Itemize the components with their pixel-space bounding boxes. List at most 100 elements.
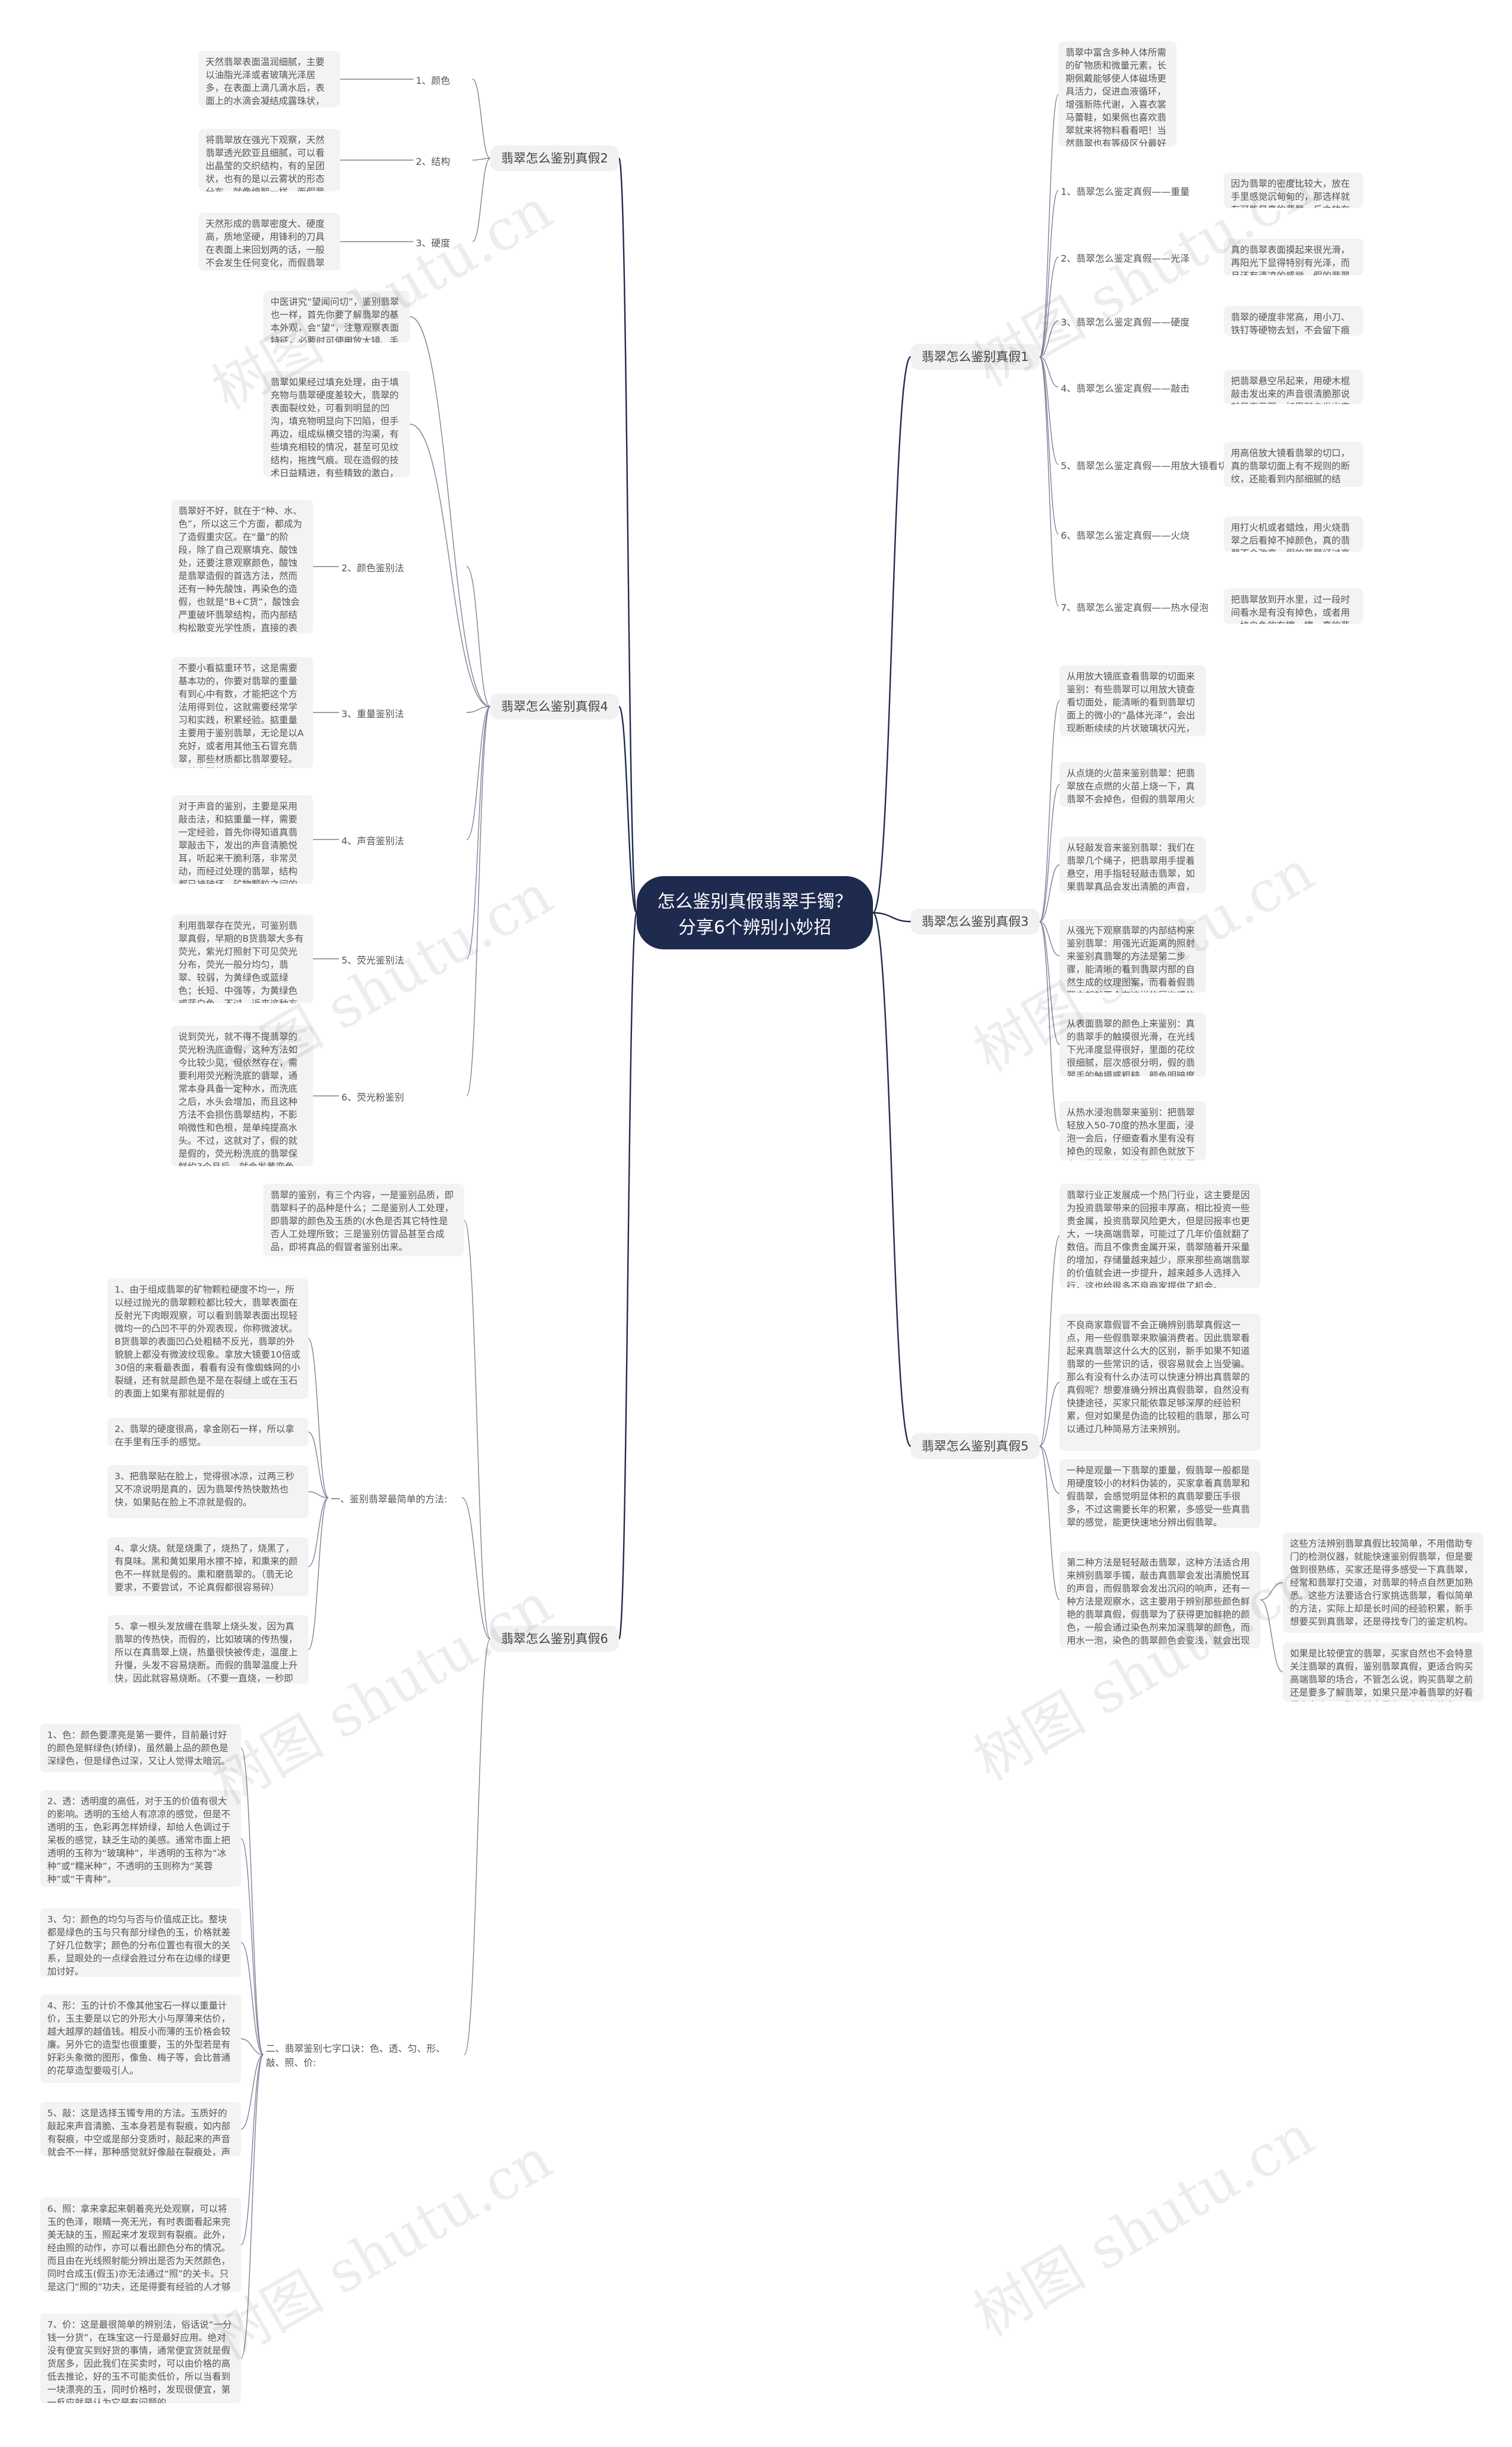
connector-line: [618, 912, 638, 1640]
connector-line: [466, 706, 491, 1096]
connector-line: [1039, 1235, 1060, 1447]
branch-b6[interactable]: 翡翠怎么鉴别真假6: [490, 1626, 619, 1652]
connector-line: [240, 2054, 264, 2130]
branch6-item-child: 3、把翡翠贴在脸上，觉得很冰凉，过两三秒又不凉说明是真的，因为翡翠传热快散热也快…: [107, 1465, 308, 1518]
connector-line: [308, 1491, 329, 1498]
branch4-item-label[interactable]: 6、荧光粉鉴别: [341, 1092, 405, 1103]
connector-line: [1039, 700, 1060, 922]
branch1-item-text: 因为翡翠的密度比较大，放在手里感觉沉甸甸的，那选样就有可能是真的翡翠，反之放在手…: [1224, 173, 1363, 208]
connector-line: [618, 705, 638, 914]
connector-line: [240, 2054, 264, 2359]
branch6-item-child: 7、价：这是最很简单的辨别法，俗话说“一分钱一分货”，在珠宝这一行是最好应用。绝…: [40, 2313, 241, 2403]
connector-line: [1039, 864, 1060, 922]
branch3-item-text: 从表面翡翠的颜色上来鉴别：真的翡翠手的触摸很光滑，在光线下光泽度显得很好，里面的…: [1060, 1013, 1206, 1076]
branch4-item-label[interactable]: 2、颜色鉴别法: [341, 562, 405, 574]
connector-line: [1039, 356, 1059, 535]
branch6-item-child: 2、透：透明度的高低，对于玉的价值有很大的影响。透明的玉给人有凉凉的感觉，但是不…: [40, 1790, 241, 1887]
connector-line: [1039, 921, 1060, 956]
connector-line: [240, 1942, 264, 2055]
branch2-item-label[interactable]: 1、颜色: [416, 75, 451, 86]
branch4-intro-2: 翡翠如果经过填充处理，由于填充物与翡翠硬度差较大，翡翠的表面裂纹处，可看到明显的…: [263, 371, 410, 477]
connector-line: [872, 912, 912, 1447]
connector-line: [464, 1638, 491, 2055]
branch-b2[interactable]: 翡翠怎么鉴别真假2: [490, 145, 619, 171]
connector-line: [472, 158, 491, 161]
branch6-intro: 翡翠的鉴别，有三个内容，一是鉴别品质，即翡翠料子的品种是什么；二是鉴别人工处理，…: [263, 1184, 464, 1256]
branch3-item-text: 从用放大镜底查看翡翠的切面来鉴别：有些翡翠可以用放大镜查看切面处，能清晰的看到翡…: [1060, 665, 1206, 736]
branch1-item-text: 把翡翠悬空吊起来，用硬木棍敲击发出来的声音很清脆那说就是真翡翠，如果敲击发出来的…: [1224, 370, 1363, 404]
branch-b1[interactable]: 翡翠怎么鉴别真假1: [911, 344, 1040, 370]
connector-line: [466, 706, 491, 840]
connector-line: [472, 158, 491, 242]
branch1-item-label[interactable]: 2、翡翠怎么鉴定真假——光泽: [1061, 253, 1190, 264]
root-topic[interactable]: 怎么鉴别真假翡翠手镯？分享6个辨别小妙招: [637, 876, 873, 949]
branch6-item-child: 1、由于组成翡翠的矿物颗粒硬度不均一，所以经过抛光的翡翠颗粒都比较大，翡翠表面在…: [107, 1278, 308, 1399]
connector-line: [308, 1338, 329, 1498]
branch1-item-text: 翡翠的硬度非常高，用小刀、铁钉等硬物去划，不会留下痕迹，而假的翡翠就经不起这样折…: [1224, 306, 1363, 336]
branch6-item-label[interactable]: 二、翡翠鉴别七字口诀：色、透、匀、形、敲、照、价:: [266, 2043, 446, 2068]
branch1-item-label[interactable]: 4、翡翠怎么鉴定真假——敲击: [1061, 383, 1190, 394]
connector-line: [308, 1497, 329, 1567]
branch5-item-child: 这些方法辨别翡翠真假比较简单，不用借助专门的检测仪器，就能快速鉴别假翡翠，但是要…: [1283, 1532, 1484, 1633]
branch5-item-text: 第二种方法是轻轻敲击翡翠，这种方法适合用来辨别翡翠手镯，敲击真翡翠会发出清脆悦耳…: [1060, 1551, 1260, 1648]
branch3-item-text: 从点烧的火苗来鉴别翡翠：把翡翠放在点燃的火苗上烧一下，真翡翠不会掉色，但假的翡翠…: [1060, 762, 1206, 807]
connector-line: [1039, 190, 1059, 357]
branch6-item-child: 4、形：玉的计价不像其他宝石一样以重量计价，玉主要是以它的外形大小与厚薄来估价，…: [40, 1994, 241, 2083]
connector-line: [1039, 356, 1059, 388]
branch2-item-label[interactable]: 3、硬度: [416, 237, 451, 249]
connector-line: [618, 157, 638, 914]
connector-line: [1039, 356, 1059, 607]
branch4-item-text: 说到荧光，就不得不提翡翠的荧光粉洗底造假，这种方法如今比较少见，但依然存在，需要…: [171, 1026, 313, 1166]
branch6-item-child: 6、照：拿来拿起来朝着亮光处观察，可以将玉的色泽，眼睛一亮无光，有时表面看起来完…: [40, 2198, 241, 2292]
connector-line: [461, 1497, 491, 1639]
branch2-item-text: 天然形成的翡翠密度大、硬度高，质地坚硬，用锋利的刀具在表面上来回划两的话，一般不…: [198, 213, 340, 271]
connector-line: [240, 1838, 264, 2055]
connector-line: [464, 1220, 491, 1639]
branch-b3[interactable]: 翡翠怎么鉴别真假3: [911, 909, 1040, 935]
branch5-item-text: 不良商家靠假冒不会正确辨别翡翠真假这一点，用一些假翡翠来欺骗消费者。因此翡翠看起…: [1060, 1314, 1260, 1451]
branch3-item-text: 从轻敲发音来鉴别翡翠：我们在翡翠几个绳子，把翡翠用手提着悬空，用手指轻轻敲击翡翠…: [1060, 837, 1206, 893]
branch6-item-child: 5、拿一根头发放缠在翡翠上烧头发，因为真翡翠的传热快，而假的，比如玻璃的传热慢，…: [107, 1615, 308, 1684]
connector-line: [308, 1431, 329, 1498]
branch1-item-label[interactable]: 7、翡翠怎么鉴定真假——热水侵泡: [1061, 602, 1209, 613]
branch4-item-label[interactable]: 4、声音鉴别法: [341, 835, 405, 847]
branch1-item-text: 用打火机或者蜡烛，用火烧翡翠之后看掉不掉颜色，真的翡翠不会改变，假的翡翠经过高温…: [1224, 516, 1363, 552]
branch-b4[interactable]: 翡翠怎么鉴别真假4: [490, 694, 619, 720]
connector-line: [872, 912, 911, 923]
branch4-item-text: 不要小看掂重环节，这是需要基本功的，你要对翡翠的重量有到心中有数，才能把这个方法…: [171, 657, 313, 768]
connector-line: [409, 424, 491, 707]
branch1-item-text: 用高倍放大镜看翡翠的切口，真的翡翠切面上有不规则的断纹，还能看到内部细腻的结构。…: [1224, 442, 1363, 487]
connector-line: [308, 1497, 329, 1650]
branch-b5[interactable]: 翡翠怎么鉴别真假5: [911, 1433, 1040, 1459]
connector-line: [1039, 921, 1060, 1131]
branch1-item-label[interactable]: 6、翡翠怎么鉴定真假——火烧: [1061, 530, 1190, 541]
branch6-item-label[interactable]: 一、鉴别翡翠最简单的方法:: [331, 1493, 448, 1505]
connector-line: [1039, 1382, 1060, 1447]
connector-line: [409, 316, 491, 707]
branch4-item-text: 对于声音的鉴别，主要是采用敲击法，和掂重量一样，需要一定经验，首先你得知道真翡翠…: [171, 795, 313, 884]
branch3-item-text: 从强光下观察翡翠的内部结构来鉴别翡翠：用强光近距离的照射来鉴别真翡翠的方法是第二…: [1060, 919, 1206, 993]
branch1-item-label[interactable]: 3、翡翠怎么鉴定真假——硬度: [1061, 317, 1190, 328]
branch5-item-text: 翡翠行业正发展成一个热门行业，这主要是因为投资翡翠带来的回报丰厚高，相比投资一些…: [1060, 1184, 1260, 1288]
connector-line: [466, 706, 491, 713]
branch4-item-label[interactable]: 5、荧光鉴别法: [341, 955, 405, 966]
connector-line: [1260, 1582, 1283, 1600]
branch4-item-text: 翡翠好不好，就在于“种、水、色”，所以这三个方面，都成为了造假重灾区。在“量”的…: [171, 500, 313, 633]
branch6-item-child: 1、色：颜色要漂亮是第一要件，目前最讨好的颜色是鲜绿色(娇绿)，虽然最上品的颜色…: [40, 1724, 241, 1772]
connector-line: [1039, 320, 1059, 357]
branch5-item-child: 如果是比较便宜的翡翠，买家自然也不会特意关注翡翠的真假，鉴别翡翠真假，更适合购买…: [1283, 1642, 1484, 1701]
branch3-item-text: 从热水浸泡翡翠来鉴别：把翡翠轻放入50-70度的热水里面，浸泡一会后，仔细查看水…: [1060, 1101, 1206, 1160]
connector-line: [1260, 1599, 1283, 1672]
connector-line: [872, 356, 912, 914]
branch6-item-child: 4、拿火烧。就是烧熏了，烧热了，烧黑了，有臭味。黑和黄如果用水擦不掉，和熏来的颜…: [107, 1537, 308, 1596]
branch4-intro-1: 中医讲究“望闻问切”，鉴别翡翠也一样，首先你要了解翡翠的基本外观，会“望”，注意…: [263, 291, 410, 343]
branch1-item-label[interactable]: 5、翡翠怎么鉴定真假——用放大镜看切面: [1061, 460, 1228, 471]
branch1-item-text: 真的翡翠表面摸起来很光滑，再阳光下显得特别有光泽，而且还有清凉的感觉，假的翡翠摸…: [1224, 239, 1363, 275]
branch6-item-child: 2、翡翠的硬度很高，拿金刚石一样，所以拿在手里有压手的感觉。: [107, 1418, 308, 1446]
branch6-item-child: 3、匀：颜色的均匀与否与价值成正比。整块都是绿色的玉与只有部分绿色的玉，价格就差…: [40, 1908, 241, 1977]
branch1-item-label[interactable]: 1、翡翠怎么鉴定真假——重量: [1061, 186, 1190, 197]
branch6-item-child: 5、敲：这是选择玉镯专用的方法。玉质好的敲起来声音清脆、玉本身若是有裂痕，如内部…: [40, 2102, 241, 2156]
branch4-item-label[interactable]: 3、重量鉴别法: [341, 708, 405, 720]
branch2-item-label[interactable]: 2、结构: [416, 156, 451, 167]
